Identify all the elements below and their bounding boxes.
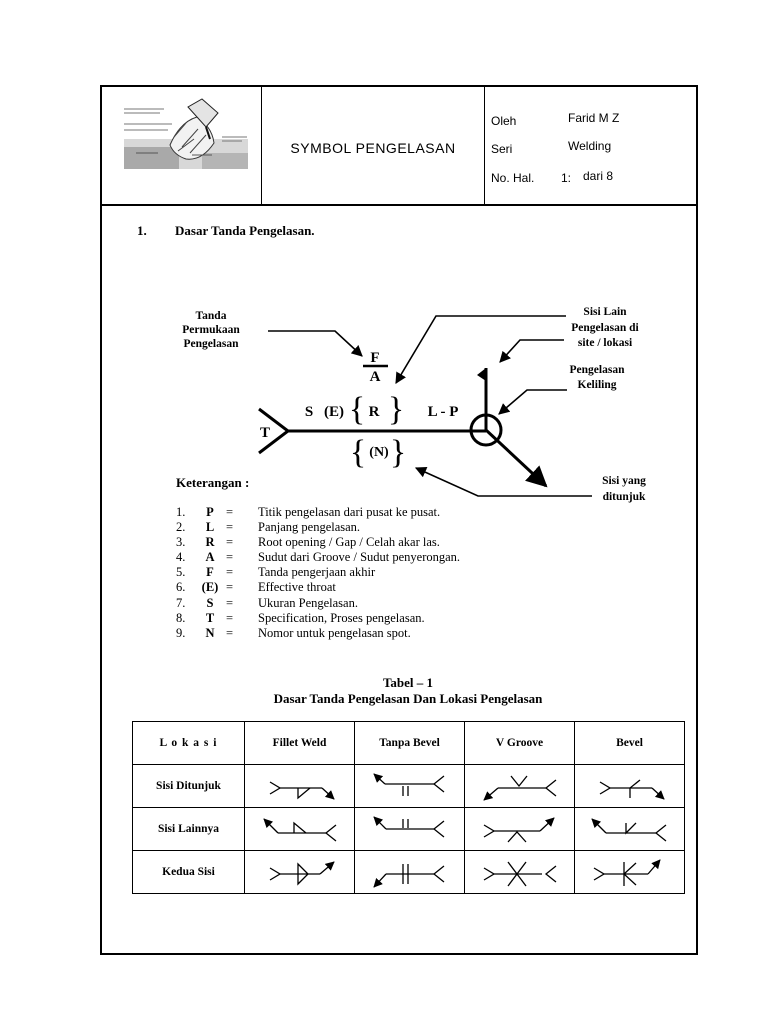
square-both-sides-symbol [354, 850, 465, 894]
section-number: 1. [137, 223, 147, 238]
brace-close-bottom: } [390, 434, 406, 471]
row-label: Kedua Sisi [132, 850, 245, 894]
symbol-f: F [370, 350, 379, 366]
meta-label-page: No. Hal. [491, 171, 535, 185]
legend-item: 8.T=Specification, Proses pengelasan. [176, 610, 425, 625]
meta-label-series: Seri [491, 142, 513, 156]
table-header: Tanpa Bevel [354, 721, 465, 765]
section-title: Dasar Tanda Pengelasan. [175, 223, 315, 238]
leader-all-around [498, 389, 567, 415]
table-row: Sisi Lainnya [132, 807, 685, 851]
header: SYMBOL PENGELASAN Oleh Farid M Z Seri We… [102, 87, 696, 206]
callout-other-3: site / lokasi [578, 337, 633, 349]
welding-illustration [124, 98, 248, 169]
v-groove-other-side-symbol [464, 807, 575, 851]
bevel-other-side-symbol [574, 807, 685, 851]
symbol-e: (E) [324, 404, 344, 420]
header-logo-cell [102, 87, 262, 204]
meta-value-author: Farid M Z [568, 111, 620, 125]
legend-list: 1.P=Titik pengelasan dari pusat ke pusat… [176, 505, 460, 641]
legend-heading: Keterangan : [176, 475, 250, 490]
table-row: Sisi Ditunjuk [132, 764, 685, 808]
callout-arrow-1: Sisi yang [602, 475, 646, 487]
tail [258, 407, 291, 455]
meta-value-page: 1: [561, 171, 572, 185]
square-arrow-side-symbol [354, 764, 465, 808]
brace-close-top: } [388, 391, 404, 428]
field-weld-flag [477, 368, 486, 381]
symbol-t: T [260, 425, 270, 441]
leader-surface [268, 330, 363, 357]
row-label: Sisi Lainnya [132, 807, 245, 851]
callout-around-2: Keliling [578, 379, 617, 391]
symbol-a: A [370, 369, 381, 385]
legend-item: 7.S=Ukuran Pengelasan. [176, 595, 358, 610]
symbol-n: (N) [369, 445, 389, 460]
table-caption-title: Dasar Tanda Pengelasan Dan Lokasi Pengel… [273, 691, 543, 706]
document-title: SYMBOL PENGELASAN [290, 140, 456, 156]
leader-field-weld [499, 339, 564, 363]
brace-open-bottom: { [350, 434, 366, 471]
fillet-other-side-symbol [244, 807, 355, 851]
leader-arrow-side [414, 467, 592, 497]
callout-surface-3: Pengelasan [184, 338, 240, 350]
symbol-s: S [305, 404, 313, 420]
row-label: Sisi Ditunjuk [132, 764, 245, 808]
section-heading: 1. Dasar Tanda Pengelasan. [137, 223, 315, 239]
bevel-both-sides-symbol [574, 850, 685, 894]
table-header: Fillet Weld [244, 721, 355, 765]
square-other-side-symbol [354, 807, 465, 851]
callout-around-1: Pengelasan [570, 364, 626, 376]
callout-arrow-2: ditunjuk [603, 491, 646, 503]
legend-item: 4.A=Sudut dari Groove / Sudut penyeronga… [176, 550, 461, 565]
callout-other-2: Pengelasan di [571, 322, 639, 334]
table-header: V Groove [464, 721, 575, 765]
legend-item: 9.N=Nomor untuk pengelasan spot. [176, 625, 411, 640]
fillet-both-sides-symbol [244, 850, 355, 894]
header-title-cell: SYMBOL PENGELASAN [262, 87, 485, 204]
legend-item: 3.R=Root opening / Gap / Celah akar las. [176, 535, 440, 550]
fillet-arrow-side-symbol [244, 764, 355, 808]
v-groove-both-sides-symbol [464, 850, 575, 894]
weld-arrow [484, 428, 548, 488]
brace-open-top: { [349, 391, 365, 428]
table-header-row: L o k a s i Fillet Weld Tanpa Bevel V Gr… [132, 721, 685, 765]
weld-location-table: L o k a s i Fillet Weld Tanpa Bevel V Gr… [132, 721, 685, 894]
page-frame: SYMBOL PENGELASAN Oleh Farid M Z Seri We… [100, 85, 698, 955]
table-header: Bevel [574, 721, 685, 765]
table-row: Kedua Sisi [132, 850, 685, 894]
legend-item: 6.(E)=Effective throat [176, 580, 336, 595]
symbol-lp: L - P [428, 404, 459, 420]
callout-other-1: Sisi Lain [583, 306, 627, 318]
v-groove-arrow-side-symbol [464, 764, 575, 808]
legend-item: 1.P=Titik pengelasan dari pusat ke pusat… [176, 505, 441, 519]
symbol-r: R [369, 404, 380, 420]
bevel-arrow-side-symbol [574, 764, 685, 808]
table-header: L o k a s i [132, 721, 245, 765]
meta-value-page-total: dari 8 [583, 169, 614, 183]
leader-other-side [395, 315, 566, 384]
legend-item: 2.L=Panjang pengelasan. [176, 520, 361, 535]
table-caption-number: Tabel – 1 [382, 675, 434, 690]
callout-surface-2: Permukaan [182, 324, 240, 336]
header-meta-cell: Oleh Farid M Z Seri Welding No. Hal. 1: … [485, 87, 696, 204]
legend-item: 5.F=Tanda pengerjaan akhir [176, 565, 376, 580]
meta-value-series: Welding [568, 139, 612, 153]
callout-surface-1: Tanda [196, 310, 227, 322]
meta-label-author: Oleh [491, 114, 517, 128]
